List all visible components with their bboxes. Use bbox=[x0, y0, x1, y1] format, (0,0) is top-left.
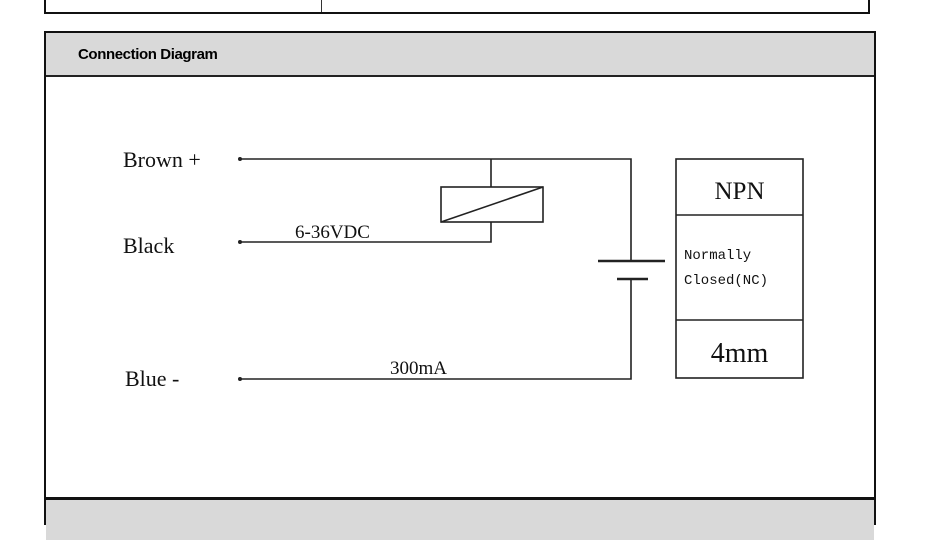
black-wire bbox=[240, 222, 492, 243]
output-type: NPN bbox=[714, 178, 764, 205]
wiring-diagram: Brown + Black Blue - 6-36VDC 300mA NPN N… bbox=[123, 147, 804, 391]
voltage-label: 6-36VDC bbox=[295, 222, 370, 243]
relay-coil-icon bbox=[440, 186, 544, 223]
brown-wire bbox=[240, 158, 632, 261]
sensing-distance: 4mm bbox=[711, 338, 769, 369]
brown-label: Brown + bbox=[123, 147, 201, 172]
table-divider bbox=[321, 0, 322, 12]
section-title: Connection Diagram bbox=[46, 33, 874, 77]
mode-line1: Normally bbox=[684, 248, 751, 264]
previous-table-row bbox=[44, 0, 870, 14]
blue-wire bbox=[240, 279, 632, 380]
current-label: 300mA bbox=[390, 358, 447, 379]
blue-label: Blue - bbox=[125, 366, 179, 391]
mode-line2: Closed(NC) bbox=[684, 273, 768, 289]
black-label: Black bbox=[123, 233, 174, 258]
spec-box bbox=[675, 158, 804, 379]
